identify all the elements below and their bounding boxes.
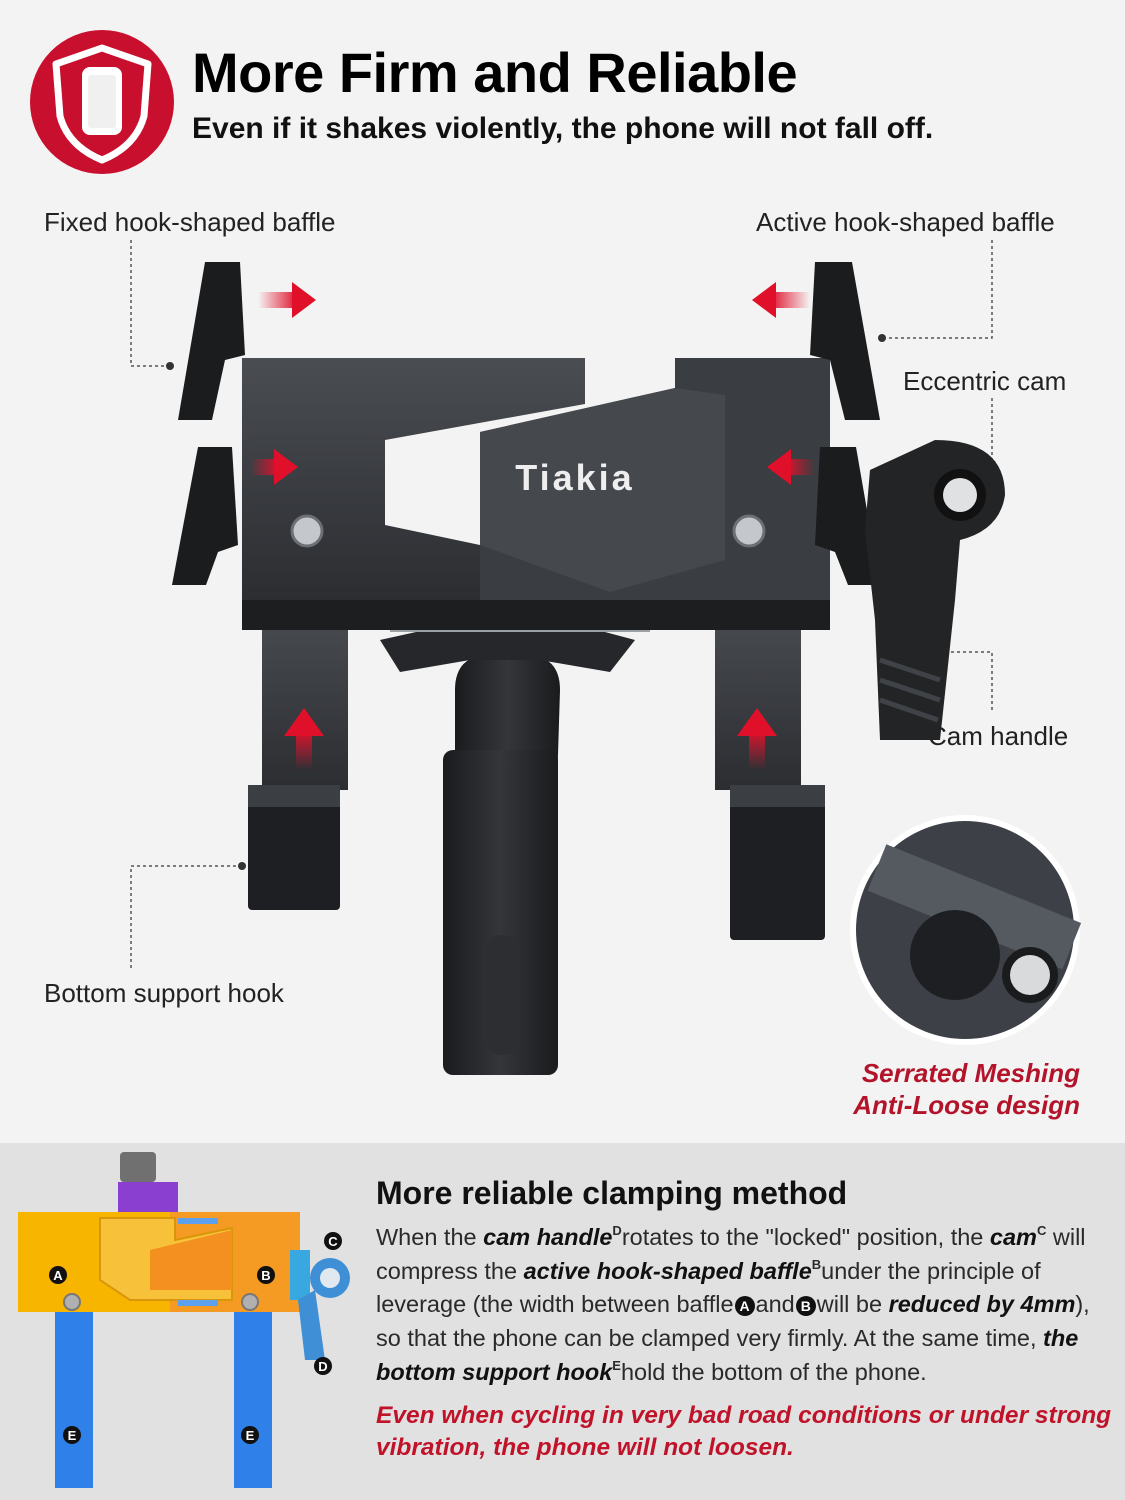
shield-badge <box>30 30 175 175</box>
svg-text:E: E <box>68 1428 77 1443</box>
detail-caption-line2: Anti-Loose design <box>853 1090 1080 1120</box>
callout-eccentric-cam: Eccentric cam <box>903 366 1067 396</box>
serration-detail-zoom <box>850 815 1082 1045</box>
page-subtitle: Even if it shakes violently, the phone w… <box>192 112 934 145</box>
active-hook-baffle <box>810 262 880 585</box>
svg-text:E: E <box>246 1428 255 1443</box>
svg-text:A: A <box>53 1268 63 1283</box>
callout-bottom-hook: Bottom support hook <box>44 978 284 1008</box>
callout-cam-handle: Cam handle <box>928 721 1069 751</box>
callout-fixed-baffle: Fixed hook-shaped baffle <box>44 207 336 237</box>
main-plate <box>242 358 830 630</box>
cam-handle <box>865 440 1005 740</box>
callout-active-baffle: Active hook-shaped baffle <box>756 207 1055 237</box>
arrows-inward <box>250 282 815 770</box>
section-description: When the cam handleDrotates to the "lock… <box>376 1223 1090 1385</box>
svg-text:D: D <box>318 1359 327 1374</box>
handlebar-strap <box>443 655 560 1075</box>
shield-phone-icon <box>30 30 174 174</box>
svg-text:B: B <box>261 1268 270 1283</box>
brand-logo: Tiakia <box>515 457 634 498</box>
svg-text:C: C <box>328 1234 338 1249</box>
page-title: More Firm and Reliable <box>192 41 798 104</box>
section-title: More reliable clamping method <box>376 1175 848 1211</box>
detail-caption-line1: Serrated Meshing <box>861 1058 1080 1088</box>
warning-text: Even when cycling in very bad road condi… <box>376 1402 1112 1461</box>
clamping-method-panel <box>0 1143 1125 1500</box>
fixed-hook-baffle <box>172 262 245 585</box>
